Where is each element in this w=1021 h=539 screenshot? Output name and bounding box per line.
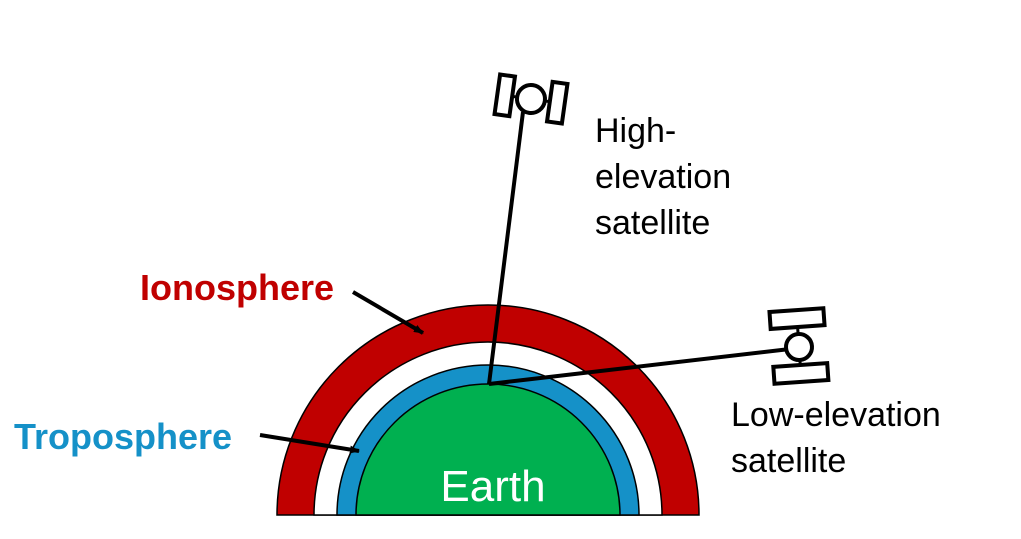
- ionosphere-label: Ionosphere: [140, 267, 335, 308]
- troposphere-arrow: [259, 433, 360, 454]
- ionosphere-arrow: [351, 290, 425, 335]
- low-satellite-label-line: Low-elevation: [731, 396, 941, 434]
- low-satellite-label-line: satellite: [731, 442, 847, 480]
- high-elevation-signal-path: [487, 111, 525, 385]
- low-satellite-icon: [767, 306, 831, 386]
- low-elevation-signal-path: [488, 347, 791, 386]
- high-elevation-satellite-label: High- elevation satellite: [595, 108, 731, 246]
- low-elevation-satellite-label: Low-elevation satellite: [731, 392, 941, 484]
- high-satellite-icon: [492, 72, 570, 126]
- earth-label: Earth: [440, 462, 546, 511]
- high-satellite-label-line: satellite: [595, 204, 711, 242]
- high-satellite-label-line: elevation: [595, 158, 732, 196]
- troposphere-label: Troposphere: [14, 416, 233, 457]
- high-satellite-label-line: High-: [595, 112, 677, 150]
